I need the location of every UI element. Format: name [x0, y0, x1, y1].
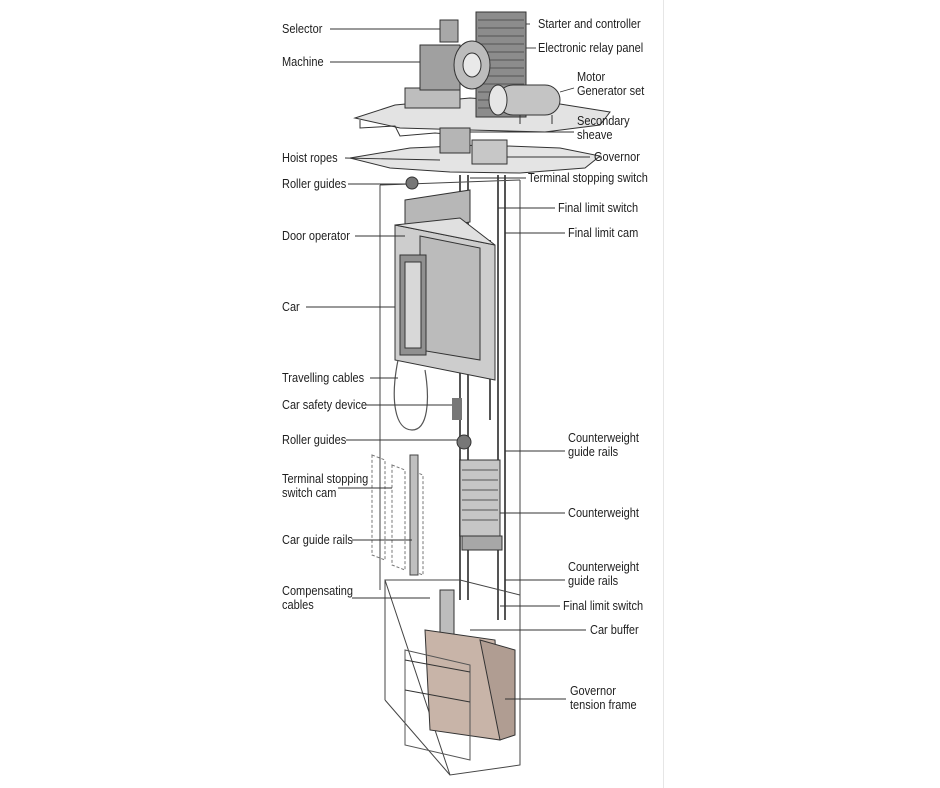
label-line: Motor	[577, 70, 606, 84]
governor-box	[471, 139, 508, 165]
secondary-sheave-box	[439, 127, 471, 154]
label-travelling-cables: Travelling cables	[282, 371, 365, 385]
label-final-limit-switch-top: Final limit switch	[558, 201, 639, 215]
label-line: cables	[282, 598, 314, 612]
label-final-limit-switch-bottom: Final limit switch	[563, 599, 644, 613]
label-car-safety-device: Car safety device	[282, 398, 367, 412]
label-governor: Governor	[594, 150, 640, 164]
label-line: guide rails	[568, 574, 619, 588]
label-roller-guides-top: Roller guides	[282, 177, 347, 191]
label-car: Car	[282, 300, 300, 314]
pit-equipment	[404, 589, 516, 761]
car-safety-device	[452, 398, 462, 420]
label-starter-and-controller: Starter and controller	[538, 17, 641, 31]
roller-guide-top	[405, 176, 419, 190]
machine-room	[353, 11, 611, 137]
label-governor-tension-frame: Governor tension frame	[570, 684, 637, 712]
label-counterweight: Counterweight	[568, 506, 639, 520]
pit	[384, 579, 521, 776]
label-secondary-sheave: Secondary sheave	[577, 114, 630, 142]
label-line: guide rails	[568, 445, 619, 459]
label-line: Compensating	[282, 584, 353, 598]
selector-unit	[439, 19, 459, 43]
roller-guide-bottom	[456, 434, 472, 450]
label-compensating-cables: Compensating cables	[282, 584, 353, 612]
cam-rail	[409, 454, 419, 576]
label-line: Governor	[570, 684, 616, 698]
label-counterweight-guide-rails-bottom: Counterweight guide rails	[568, 560, 639, 588]
label-roller-guides-bottom: Roller guides	[282, 433, 347, 447]
label-terminal-stopping-switch: Terminal stopping switch	[528, 171, 648, 185]
label-car-buffer: Car buffer	[590, 623, 639, 637]
travelling-cables	[393, 359, 429, 431]
machine-base	[404, 87, 461, 109]
label-car-guide-rails: Car guide rails	[282, 533, 353, 547]
label-counterweight-guide-rails-top: Counterweight guide rails	[568, 431, 639, 459]
label-line: Counterweight	[568, 431, 639, 445]
label-line: sheave	[577, 128, 613, 142]
label-line: Generator set	[577, 84, 645, 98]
label-terminal-stopping-switch-cam: Terminal stopping switch cam	[282, 472, 368, 500]
frame-edge	[663, 0, 664, 788]
label-line: Counterweight	[568, 560, 639, 574]
label-motor-generator-set: Motor Generator set	[577, 70, 644, 98]
leader-lines	[306, 23, 590, 700]
label-door-operator: Door operator	[282, 229, 350, 243]
label-line: tension frame	[570, 698, 637, 712]
label-line: Secondary	[577, 114, 630, 128]
secondary-level	[349, 127, 602, 174]
label-line: Terminal stopping	[282, 472, 369, 486]
label-line: switch cam	[282, 486, 337, 500]
counterweight-stack	[459, 459, 503, 551]
label-selector: Selector	[282, 22, 323, 36]
label-machine: Machine	[282, 55, 324, 69]
car-assembly	[394, 176, 496, 381]
label-final-limit-cam: Final limit cam	[568, 226, 639, 240]
label-hoist-ropes: Hoist ropes	[282, 151, 338, 165]
label-electronic-relay-panel: Electronic relay panel	[538, 41, 644, 55]
